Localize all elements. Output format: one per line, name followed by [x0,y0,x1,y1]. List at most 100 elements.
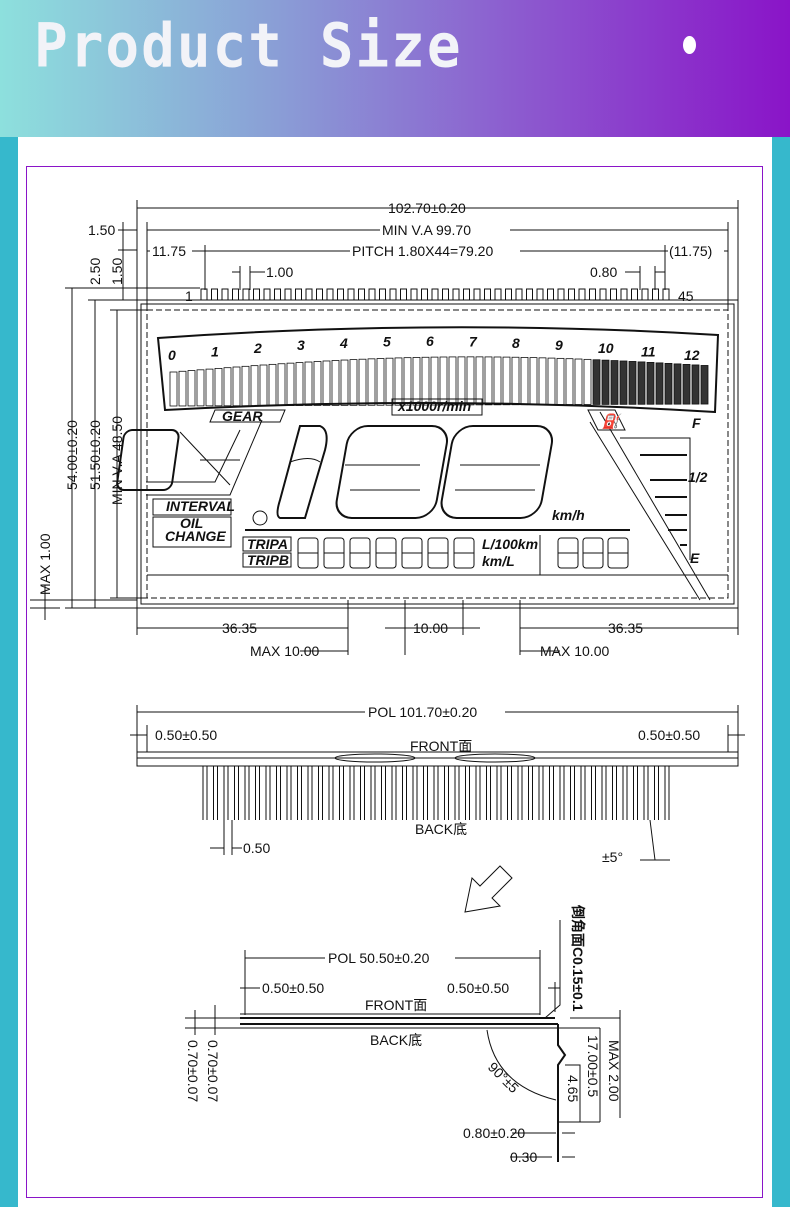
pin [223,766,229,820]
rpm-scale-label: 0 [168,347,176,363]
pin [316,288,323,301]
tach-bar [529,357,538,406]
side-angle: ±5° [602,849,623,865]
tach-bar [358,358,367,406]
pin [234,766,239,820]
pin [580,766,586,820]
pin [286,766,292,820]
tach-bar [646,361,655,405]
rpm-unit: x1000r/min [397,398,471,414]
pin [599,288,607,301]
pin [496,766,502,820]
oil-label: OIL [180,515,203,531]
pin [358,288,365,301]
side-pins [202,766,670,820]
pin [379,288,386,301]
pin [211,288,218,301]
tach-bar [403,357,412,406]
tach-bar [367,358,376,406]
pin [622,766,628,820]
pin [505,288,512,301]
tach-bar [232,366,241,407]
dim-top-offset-1: 1.50 [88,222,115,238]
detail-right-offset: 0.50±0.50 [447,980,509,996]
tach-bar [619,360,628,405]
pin [284,288,292,301]
dim-height-va: MIN V.A 48.50 [109,416,125,505]
tach-bar [430,356,439,406]
detail-view: POL 50.50±0.20 0.50±0.50 0.50±0.50 FRONT… [185,904,622,1165]
pin-first-label: 1 [185,288,193,304]
tach-bar [511,356,520,406]
rpm-scale-label: 1 [211,343,219,359]
pin [274,288,281,301]
tach-bar [205,368,214,407]
rpm-scale-label: 11 [641,343,656,359]
tach-bar [610,360,619,405]
pin [568,288,575,301]
pin [242,288,250,301]
pin [337,288,344,301]
pin [431,288,439,301]
detail-angle: 90°±5 [485,1059,522,1096]
header-banner: Product Size [0,0,790,137]
dim-min-va: MIN V.A 99.70 [382,222,471,238]
rpm-scale-label: 8 [512,335,520,351]
rpm-scale-label: 7 [469,333,478,349]
side-back-label: BACK底 [415,821,467,837]
unit-km-l: km/L [482,553,515,569]
pin [326,288,334,301]
pin [654,766,659,820]
detail-pin-width: 0.80±0.20 [463,1125,525,1141]
tach-bar [187,370,196,407]
tach-bar [178,370,187,407]
pin [538,766,544,820]
pin [400,288,407,301]
pin [549,766,554,820]
pin-last-label: 45 [678,288,694,304]
pin [664,766,670,820]
tach-bar [196,369,205,407]
tach-bar [673,363,682,405]
pin [297,766,302,820]
dim-pin-width-left: 1.00 [266,264,293,280]
pin [433,766,439,820]
tach-bar [628,361,637,405]
drawing-frame [26,166,763,1198]
pin [244,766,250,820]
side-pin-thickness: 0.50 [243,840,270,856]
tach-bar [592,359,601,405]
tach-bar [169,371,178,407]
tach-bar [214,367,223,407]
pin [391,766,397,820]
pin [484,288,491,301]
pin [276,766,281,820]
tach-bar [259,364,268,407]
pin [526,288,533,301]
pin [263,288,271,301]
tach-bars [169,356,709,407]
pin [295,288,302,301]
pin [652,288,659,301]
detail-chamfer: 倒角面C0.15±0.1 [570,904,586,1012]
detail-pin-length: 17.00±0.5 [585,1035,601,1097]
pin [578,288,586,301]
detail-left-offset: 0.50±0.50 [262,980,324,996]
pin [442,288,449,301]
tach-bar [340,359,349,406]
pin [318,766,323,820]
rpm-scale-label: 10 [598,340,614,356]
side-front-label: FRONT面 [410,738,472,754]
side-right-offset: 0.50±0.50 [638,727,700,743]
trip-a-label: TRIPA [247,536,288,552]
fuel-half-label: 1/2 [688,469,708,485]
pin [559,766,565,820]
detail-back-label: BACK底 [370,1032,422,1048]
tach-bar [655,362,664,405]
pin [494,288,502,301]
detail-max-height: MAX 2.00 [606,1040,622,1102]
tach-bar [277,363,286,407]
tach-bar [376,358,385,406]
pin [465,766,470,820]
